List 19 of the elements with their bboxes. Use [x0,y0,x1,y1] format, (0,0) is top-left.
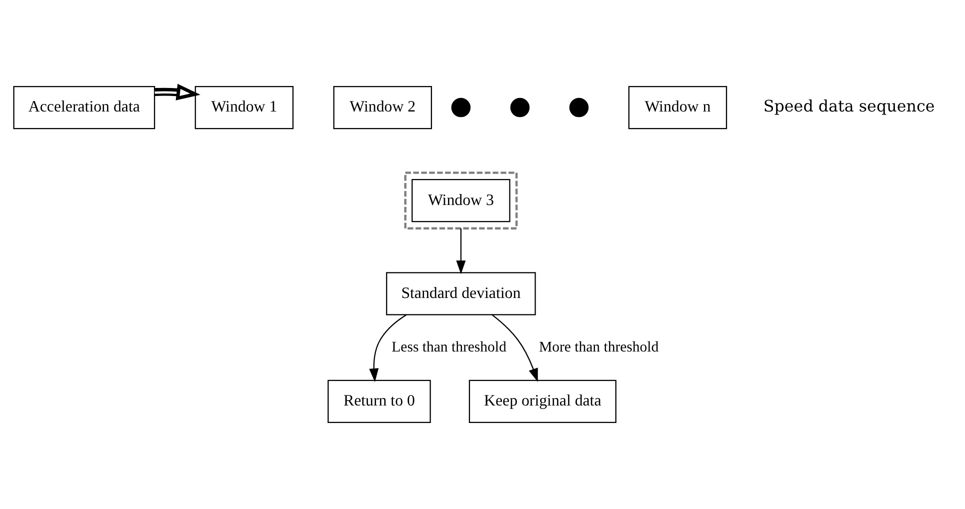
node-box: Window 3 [412,179,510,222]
node-box: Standard deviation [386,272,536,316]
node-circle [569,98,589,118]
cluster [404,172,518,230]
label: Speed data sequence [763,96,935,116]
node-box: Acceleration data [13,86,156,130]
arrow [456,228,466,274]
edge-label: More than threshold [539,339,659,356]
arrow [369,314,407,382]
node-box: Window 2 [333,86,432,130]
node-box: Window 1 [194,86,294,130]
node-circle [451,98,471,118]
arrow [492,314,538,382]
node-box: Keep original data [468,380,616,424]
edge-label: Less than threshold [392,339,506,356]
node-box: Return to 0 [328,380,431,424]
node-circle [510,98,530,118]
arrow [154,84,200,100]
node-box: Window n [628,86,728,130]
